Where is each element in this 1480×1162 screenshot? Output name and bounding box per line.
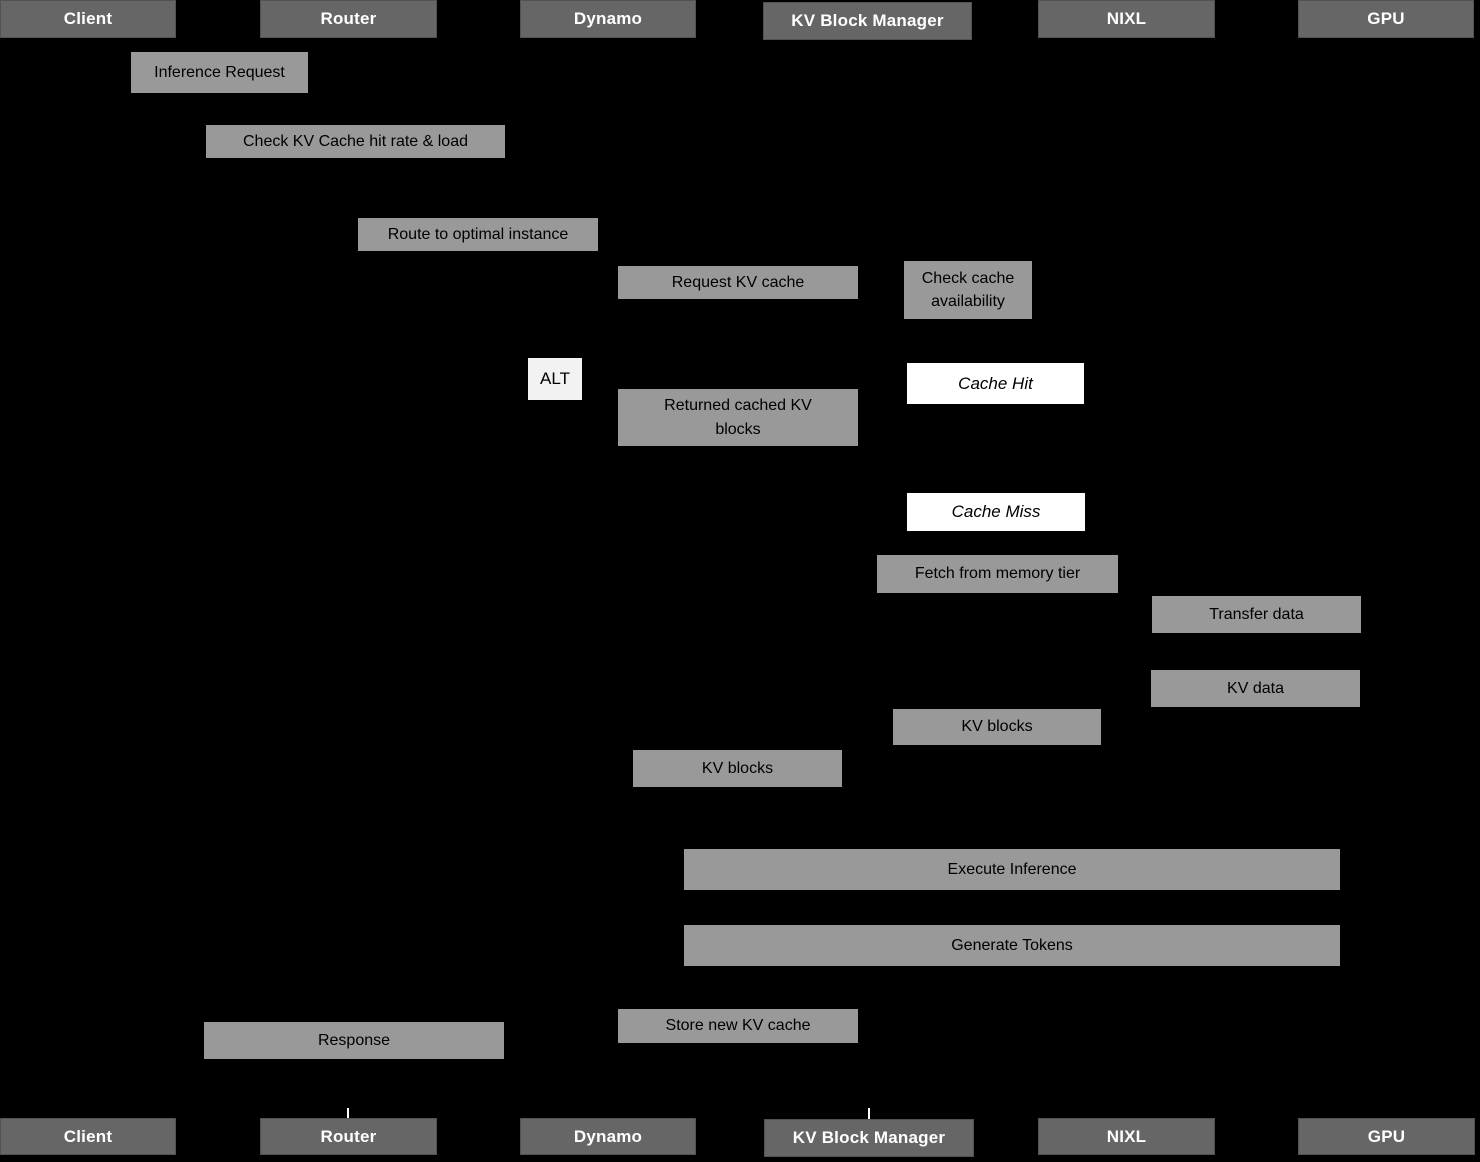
actor-label: Dynamo <box>573 9 643 28</box>
actor-label: Client <box>63 1126 113 1146</box>
message-kv-data: KV data <box>1151 670 1360 707</box>
actor-label: Router <box>320 9 377 28</box>
actor-bottom-nixl: NIXL <box>1038 1118 1215 1155</box>
actor-label: Dynamo <box>573 1126 643 1146</box>
actor-bottom-dynamo: Dynamo <box>520 1118 696 1155</box>
message-check-cache-availability: Check cache availability <box>904 261 1032 319</box>
actor-bottom-kv-block-manager: KV Block Manager <box>764 1119 974 1157</box>
actor-bottom-client: Client <box>0 1118 176 1155</box>
actor-top-nixl: NIXL <box>1038 0 1215 38</box>
lifeline-stub-kv-block-manager <box>868 1108 870 1124</box>
message-response: Response <box>204 1022 504 1059</box>
message-kv-blocks-to-dynamo: KV blocks <box>893 709 1101 745</box>
actor-bottom-gpu: GPU <box>1298 1118 1475 1155</box>
message-store-new-kv-cache: Store new KV cache <box>618 1009 858 1043</box>
actor-label: GPU <box>1367 9 1405 28</box>
actor-top-dynamo: Dynamo <box>520 0 696 38</box>
message-fetch-from-memory-tier: Fetch from memory tier <box>877 555 1118 593</box>
branch-cache-hit-label: Cache Hit <box>907 363 1084 404</box>
message-generate-tokens: Generate Tokens <box>684 925 1340 966</box>
actor-label: GPU <box>1367 1126 1406 1146</box>
actor-bottom-router: Router <box>260 1118 437 1155</box>
actor-label: NIXL <box>1106 9 1147 28</box>
message-transfer-data: Transfer data <box>1152 596 1361 633</box>
actor-label: KV Block Manager <box>791 11 944 30</box>
lifeline-stub-router <box>347 1108 349 1119</box>
alt-fragment-label: ALT <box>528 358 582 400</box>
actor-top-gpu: GPU <box>1298 0 1474 38</box>
branch-cache-miss-label: Cache Miss <box>907 493 1085 531</box>
message-check-kv-cache-hit-rate: Check KV Cache hit rate & load <box>206 125 505 158</box>
message-kv-blocks-to-router: KV blocks <box>633 750 842 787</box>
message-request-kv-cache: Request KV cache <box>618 266 858 299</box>
message-route-to-optimal-instance: Route to optimal instance <box>358 218 598 251</box>
message-returned-cached-kv-blocks: Returned cached KV blocks <box>618 389 858 446</box>
message-inference-request: Inference Request <box>131 52 308 93</box>
actor-label: NIXL <box>1106 1126 1147 1146</box>
actor-label: Client <box>63 9 113 28</box>
actor-top-kv-block-manager: KV Block Manager <box>763 2 972 40</box>
actor-top-client: Client <box>0 0 176 38</box>
actor-label: KV Block Manager <box>792 1128 946 1147</box>
message-execute-inference: Execute Inference <box>684 849 1340 890</box>
actor-label: Router <box>320 1126 377 1146</box>
actor-top-router: Router <box>260 0 437 38</box>
